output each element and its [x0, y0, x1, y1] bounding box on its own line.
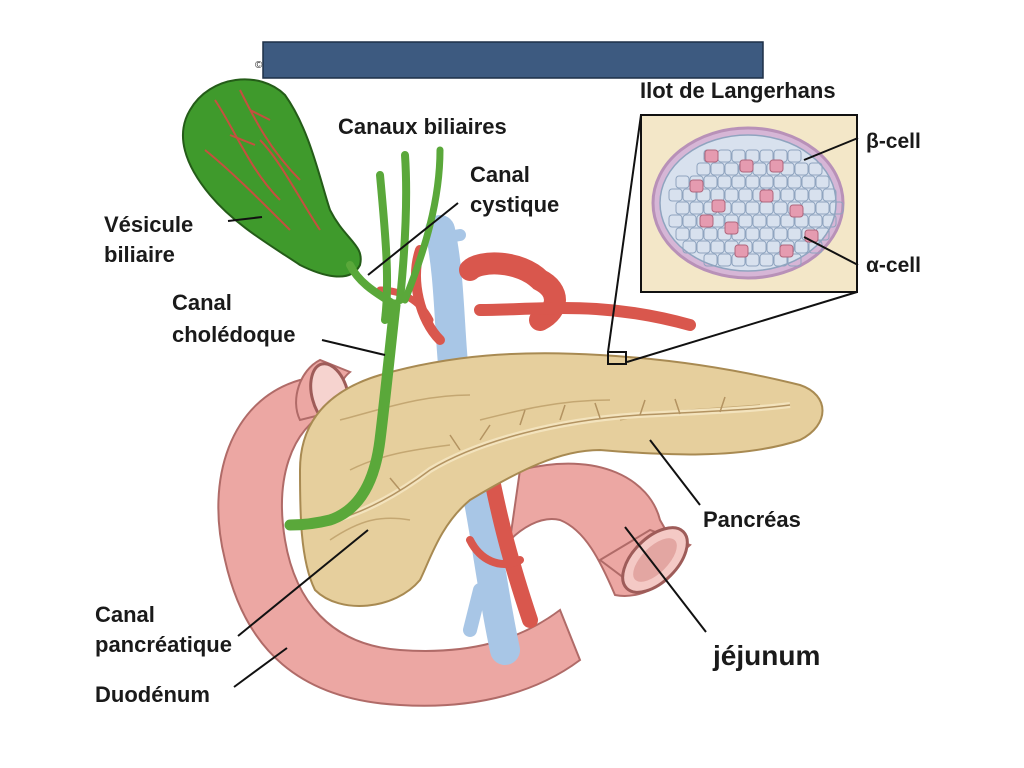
islet-cell [794, 188, 809, 202]
islet-cell [717, 253, 732, 267]
islet-cell [724, 188, 739, 202]
alpha-cell [734, 244, 749, 258]
common-bile-duct-label-line1: Canal [172, 290, 232, 315]
islet-cell [703, 175, 718, 189]
gallbladder [181, 78, 362, 278]
islet-cell [787, 149, 802, 163]
islet-title-label: Ilot de Langerhans [640, 78, 836, 103]
alpha-cell [711, 199, 726, 213]
islet-cell [668, 188, 683, 202]
islet-cell [794, 240, 809, 254]
islet-inset [607, 114, 858, 365]
copyright-mark: © [255, 60, 263, 71]
alpha-cell [769, 159, 784, 173]
islet-cell [773, 227, 788, 241]
beta-cell-label: β-cell [866, 130, 921, 153]
alpha-cell-label: α-cell [866, 254, 921, 277]
islet-cell [682, 214, 697, 228]
islet-cell [759, 175, 774, 189]
islet-cell [801, 175, 816, 189]
islet-cell [731, 201, 746, 215]
islet-cell [752, 214, 767, 228]
islet-cell [710, 240, 725, 254]
alpha-cell [779, 244, 794, 258]
islet-cell [780, 188, 795, 202]
islet-cell [696, 240, 711, 254]
islet-cell [724, 162, 739, 176]
alpha-cell [789, 204, 804, 218]
islet-cell [759, 227, 774, 241]
islet-cell [808, 188, 823, 202]
pancreatic-duct-label-line1: Canal [95, 602, 155, 627]
bile-ducts-label: Canaux biliaires [338, 114, 507, 139]
islet-cell [675, 201, 690, 215]
gallbladder-label-line2: biliaire [104, 242, 175, 267]
islet-cell [738, 188, 753, 202]
islet-cell [829, 201, 844, 215]
header-bar [262, 41, 764, 79]
leader-lines [227, 137, 859, 688]
islet-cell [773, 175, 788, 189]
islet-cell [717, 175, 732, 189]
islet-cell [696, 162, 711, 176]
alpha-cell [689, 179, 704, 193]
islet-cell [675, 227, 690, 241]
alpha-cell [704, 149, 719, 163]
common-bile-duct-label-line2: cholédoque [172, 322, 295, 347]
islet-cell [689, 227, 704, 241]
islet-cell [787, 227, 802, 241]
jejunum [508, 462, 692, 597]
islet-cell [745, 227, 760, 241]
pancreatic-duct-label-line2: pancréatique [95, 632, 232, 657]
islet-cell [682, 240, 697, 254]
alpha-cell [759, 189, 774, 203]
islet-cell [808, 214, 823, 228]
islet-cell [787, 175, 802, 189]
islet-cell [710, 162, 725, 176]
pancreas [298, 352, 824, 607]
islet-cell [808, 162, 823, 176]
islet-cell [745, 201, 760, 215]
islet-cell [780, 214, 795, 228]
islet-cell [822, 214, 837, 228]
islet-cell [731, 149, 746, 163]
cystic-duct-label-line1: Canal [470, 162, 530, 187]
islet-cell [815, 201, 830, 215]
islet-cell [794, 162, 809, 176]
islet-cell [745, 175, 760, 189]
duodenum-label: Duodénum [95, 682, 210, 707]
islet-cell [815, 175, 830, 189]
islet-cell [752, 240, 767, 254]
pancreas-label: Pancréas [703, 507, 801, 532]
islet-cell [773, 201, 788, 215]
islet-cell [703, 253, 718, 267]
gallbladder-label-line1: Vésicule [104, 212, 193, 237]
islet-cell [822, 188, 837, 202]
islet-cell [787, 253, 802, 267]
jejunum-label: jéjunum [712, 640, 820, 671]
islet-cell [759, 149, 774, 163]
islet-cell [731, 175, 746, 189]
alpha-cell [699, 214, 714, 228]
islet-cell [703, 227, 718, 241]
islet-cell [675, 175, 690, 189]
islet-cell [745, 253, 760, 267]
islet-cell [689, 201, 704, 215]
islet-cell [738, 214, 753, 228]
islet-cell [759, 253, 774, 267]
cystic-duct-label-line2: cystique [470, 192, 559, 217]
islet-cell [766, 214, 781, 228]
alpha-cell [739, 159, 754, 173]
islet-cell [668, 214, 683, 228]
alpha-cell [724, 221, 739, 235]
